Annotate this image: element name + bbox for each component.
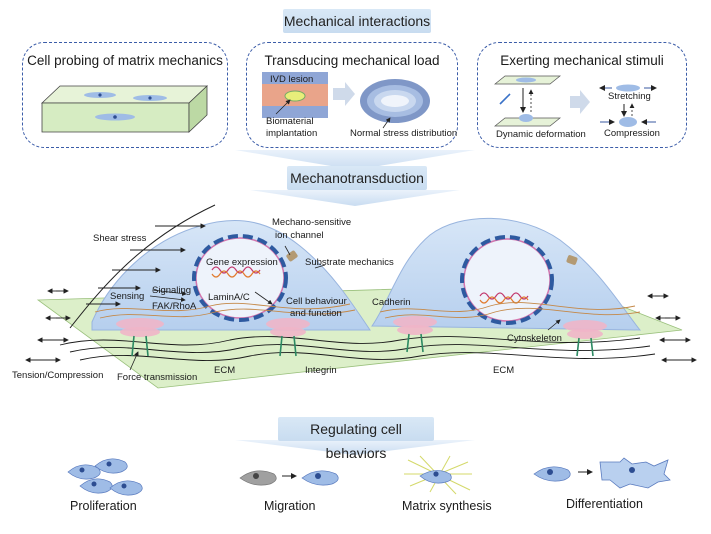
- stretching-label: Stretching: [608, 91, 651, 102]
- disc-illustration: [360, 79, 430, 129]
- scene-pointer-lines: [129, 245, 561, 371]
- shear-stress-arrows: [86, 223, 206, 307]
- header-regulating-cell-behaviors: Regulating cell behaviors: [278, 417, 434, 461]
- cadherin-label: Cadherin: [372, 297, 411, 308]
- force-transmission-label: Force transmission: [117, 372, 198, 383]
- panel-cell-probing-title: Cell probing of matrix mechanics: [27, 53, 223, 68]
- ion-channel-label-1: Mechano-sensitive: [272, 217, 352, 228]
- chevron-arrow-2: [250, 190, 460, 206]
- matrix-synthesis-label: Matrix synthesis: [402, 499, 492, 513]
- transform-arrow: [333, 82, 355, 106]
- tension-compression-label: Tension/Compression: [12, 370, 104, 381]
- proliferation-label: Proliferation: [70, 499, 137, 513]
- migration-label: Migration: [264, 499, 316, 513]
- nucleus-right: [460, 235, 554, 325]
- shear-stress-curve: [69, 204, 216, 329]
- ecm-fibers: [59, 336, 656, 361]
- ecm-left-label: ECM: [214, 365, 236, 376]
- fak-rhoa-label: FAK/RhoA: [152, 301, 197, 312]
- dynamic-deformation-label: Dynamic deformation: [496, 129, 586, 140]
- ivd-lesion-label: IVD lesion: [270, 74, 314, 85]
- ecm-right-label: ECM: [493, 365, 515, 376]
- gene-expression-label: Gene expression: [206, 257, 278, 268]
- normal-stress-label: Normal stress distribution: [350, 128, 458, 139]
- cell-behaviour-label-2: and function: [290, 308, 342, 319]
- chevron-arrow-1: [235, 150, 475, 170]
- chevron-arrow-3: [235, 440, 475, 455]
- tension-compression-arrows: [25, 288, 697, 363]
- lamin-label: LaminA/C: [208, 292, 250, 303]
- biomaterial-label: Biomaterial: [266, 116, 314, 127]
- migration-cells: [239, 470, 339, 486]
- substrate-mechanics-label: Substrate mechanics: [305, 257, 394, 268]
- ivd-lesion-illustration: [262, 72, 328, 118]
- cell-behaviour-label-1: Cell behaviour: [286, 296, 347, 307]
- implantation-label: implantation: [266, 128, 318, 139]
- nucleus-left: [192, 234, 288, 322]
- differentiation-cells: [533, 457, 671, 489]
- ion-channel-right: [566, 255, 578, 265]
- matrix-synthesis-illustration: [404, 455, 472, 495]
- panel-exerting-title: Exerting mechanical stimuli: [500, 53, 664, 68]
- header-mechanical-interactions: Mechanical interactions: [283, 9, 431, 33]
- dynamic-deformation-illustration: [494, 75, 561, 127]
- integrin-label: Integrin: [305, 365, 337, 376]
- matrix-block-illustration: [40, 85, 209, 133]
- cytoskeleton-label: Cytoskeleton: [507, 333, 562, 344]
- shear-stress-label: Shear stress: [93, 233, 147, 244]
- panel-transducing-title: Transducing mechanical load: [264, 53, 440, 68]
- header-mechanotransduction: Mechanotransduction: [287, 166, 427, 190]
- proliferation-cells: [67, 458, 143, 496]
- sensing-label: Sensing: [110, 291, 145, 302]
- compression-label: Compression: [604, 128, 660, 139]
- stretch-compress-illustration: [599, 84, 657, 127]
- transform-arrow-2: [570, 90, 590, 114]
- integrin-complexes: [116, 316, 607, 357]
- differentiation-label: Differentiation: [566, 497, 643, 511]
- signaling-label: Signaling: [152, 285, 192, 296]
- ion-channel-label-2: ion channel: [275, 230, 324, 241]
- cytoskeleton-fibers: [94, 302, 641, 319]
